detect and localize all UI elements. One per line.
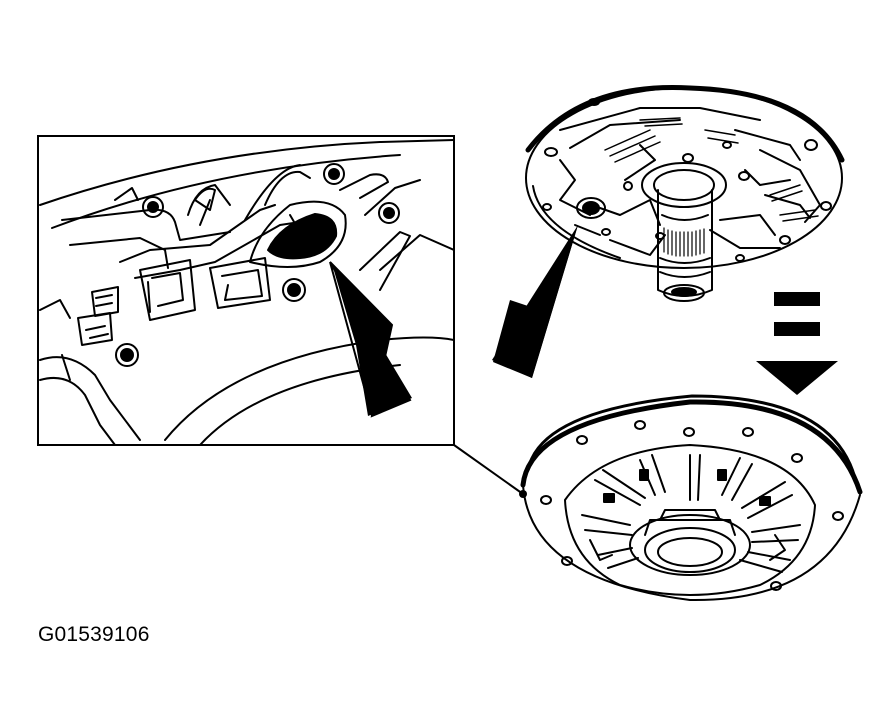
pump-body-assembly [520,394,863,602]
pump-body-cavity [564,444,816,596]
pump-body-bore [644,527,736,573]
oval-opening-outline [249,200,347,268]
leader-line [453,444,524,495]
oil-passage-2 [119,204,276,263]
bolt-1 [142,196,164,218]
pump-body-rim [520,399,863,495]
oil-passage-5 [339,173,389,199]
bolt-5 [115,343,139,367]
bolt-3 [378,202,400,224]
oval-opening-hole [267,213,338,260]
pump-cover-assembly [525,85,845,302]
relief-box-3 [139,259,196,321]
relief-box-4 [209,257,271,309]
relief-box-2 [77,312,113,346]
relief-box-1 [91,286,119,317]
pump-bore-arc [164,336,454,441]
oil-passage-4 [264,170,311,206]
figure-code: G01539106 [38,623,150,646]
bolt-2 [323,163,345,185]
cover-port [576,197,606,219]
pump-rim-outer [39,139,454,206]
bolt-4 [282,278,306,302]
pump-rim-inner [51,154,401,229]
flow-down-arrow-icon [756,292,838,395]
detail-inset [37,135,455,446]
stator-shaft [641,162,727,302]
inset-frame [37,135,455,446]
